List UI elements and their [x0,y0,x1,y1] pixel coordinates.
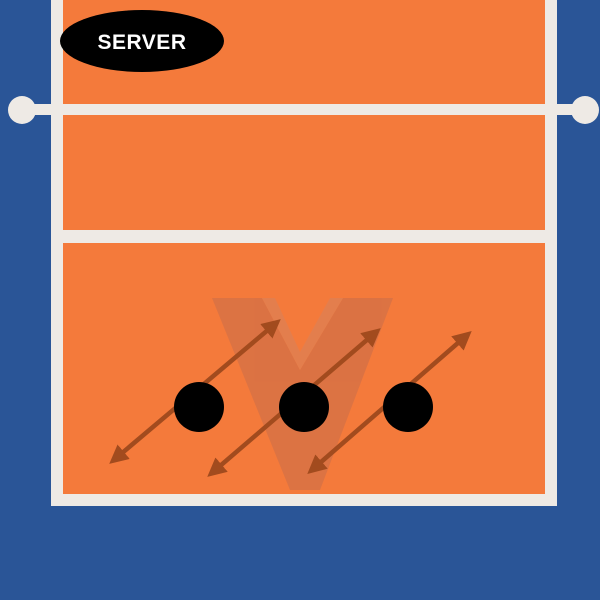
player-left[interactable] [174,382,224,432]
net [8,96,599,124]
net-post-right [571,96,599,124]
player-right[interactable] [383,382,433,432]
attack-line [63,230,545,243]
server-badge: SERVER [60,10,224,72]
net-post-left [8,96,36,124]
players [174,382,433,432]
player-middle[interactable] [279,382,329,432]
server-badge-label: SERVER [98,31,187,54]
net-band [20,104,586,115]
server-badge-shape [60,10,224,72]
